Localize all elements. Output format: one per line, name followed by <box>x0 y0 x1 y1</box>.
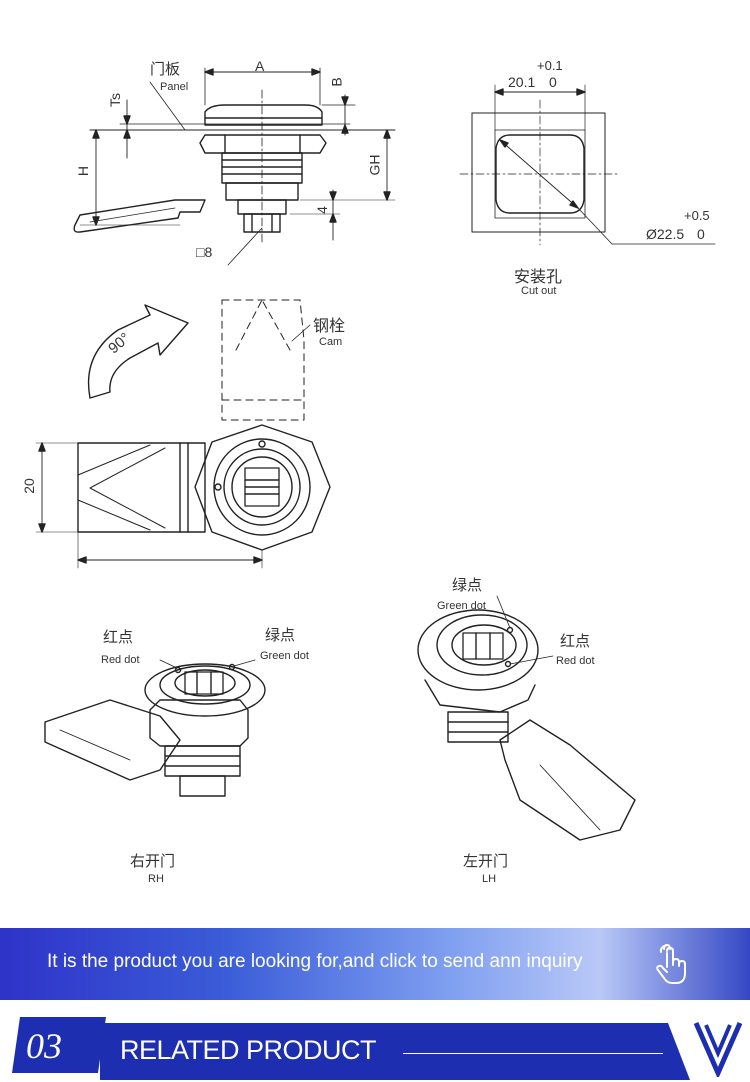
panel-label-cn: 门板 <box>150 60 181 78</box>
cutout-width-tol-upper: +0.1 <box>537 58 563 73</box>
lh-red-dot-cn: 红点 <box>560 632 591 650</box>
rh-title-en: RH <box>148 873 164 885</box>
rh-red-dot-en: Red dot <box>101 654 140 666</box>
rh-red-dot-cn: 红点 <box>103 628 134 646</box>
inquiry-link[interactable]: It is the product you are looking for,an… <box>47 951 583 972</box>
title-divider <box>403 1053 663 1054</box>
cam-view <box>35 299 331 569</box>
lh-red-dot-en: Red dot <box>556 655 595 667</box>
square-8-label: □8 <box>196 244 213 260</box>
dim-20-label: 20 <box>20 478 37 494</box>
cutout-label-cn: 安装孔 <box>514 267 563 286</box>
rh-green-dot-cn: 绿点 <box>265 626 296 644</box>
chevron-down-icon[interactable] <box>692 1017 744 1080</box>
rh-view <box>44 659 266 797</box>
section-number: 03 <box>26 1026 62 1066</box>
panel-label-en: Panel <box>160 81 189 93</box>
hand-pointer-icon[interactable] <box>648 941 694 987</box>
cam-label-cn: 钢栓 <box>313 316 346 335</box>
cutout-width-value: 20.1 <box>508 74 536 90</box>
inquiry-banner[interactable]: It is the product you are looking for,an… <box>0 928 750 1000</box>
lh-title-en: LH <box>482 873 497 885</box>
cam-label-en: Cam <box>319 336 343 348</box>
dim-a-label: A <box>255 58 265 74</box>
cutout-dia-value: Ø22.5 <box>646 226 685 242</box>
section-title-bar <box>100 1023 690 1080</box>
lh-green-dot-en: Green dot <box>437 600 486 612</box>
dim-h-label: H <box>75 165 92 177</box>
side-view <box>73 67 396 266</box>
dim-gh-label: GH <box>366 154 383 176</box>
cutout-dia-tol-lower: 0 <box>697 226 705 242</box>
cutout-width-tol-lower: 0 <box>549 74 557 90</box>
cutout-view <box>459 84 716 246</box>
lh-green-dot-cn: 绿点 <box>452 576 483 594</box>
related-product-header: 03 RELATED PRODUCT <box>0 1003 750 1080</box>
section-number-badge <box>12 1017 106 1073</box>
cutout-label-en: Cut out <box>521 285 557 297</box>
lh-view <box>417 595 636 841</box>
dim-b-label: B <box>328 77 345 87</box>
technical-drawing: 门板 Panel A B Ts H GH 4 □8 +0.1 20.1 0 +0… <box>20 58 716 885</box>
lh-title-cn: 左开门 <box>463 852 509 870</box>
section-title: RELATED PRODUCT <box>120 1035 377 1065</box>
dim-4-label: 4 <box>313 206 330 214</box>
drawing-svg <box>35 67 716 841</box>
rh-green-dot-en: Green dot <box>260 650 309 662</box>
rh-title-cn: 右开门 <box>130 852 176 870</box>
dim-ts-label: Ts <box>107 93 123 107</box>
cutout-dia-tol-upper: +0.5 <box>684 208 710 223</box>
